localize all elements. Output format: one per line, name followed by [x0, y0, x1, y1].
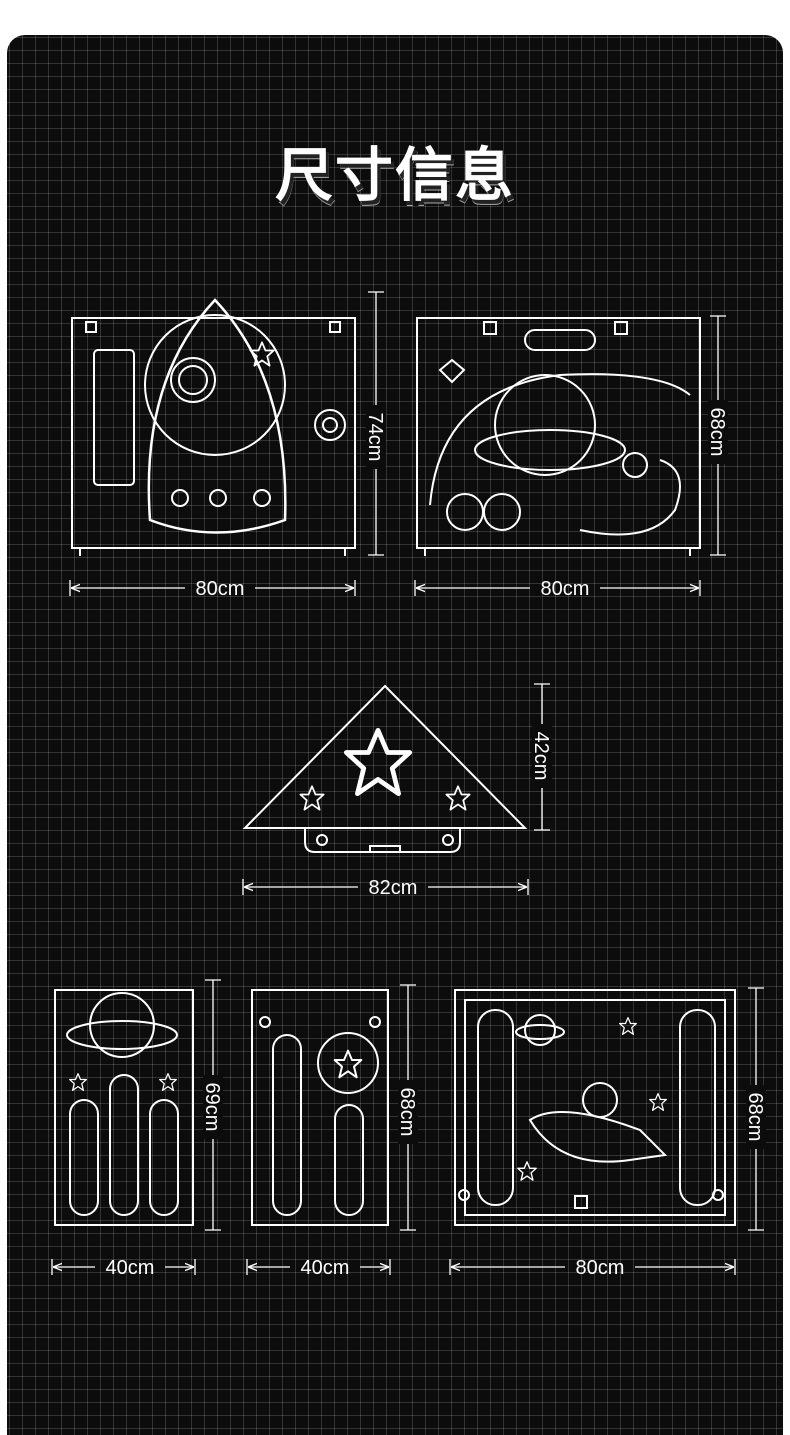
astronaut-door-panel-height-label: 68cm	[744, 1093, 766, 1142]
rocket-panel-drawing	[71, 298, 356, 556]
narrow-planet-panel-width-label: 40cm	[106, 1257, 155, 1279]
triangle-panel-height-label: 42cm	[530, 732, 552, 781]
narrow-planet-panel-drawing	[54, 989, 194, 1226]
rocket-panel-width-label: 80cm	[196, 578, 245, 600]
rocket-panel-height-label: 74cm	[364, 413, 386, 462]
triangle-panel-drawing	[242, 684, 528, 853]
narrow-comet-panel-height-label: 68cm	[396, 1088, 418, 1137]
planet-panel-width-label: 80cm	[541, 578, 590, 600]
planet-panel-drawing	[416, 317, 701, 556]
triangle-panel-width-label: 82cm	[369, 877, 418, 899]
narrow-planet-panel-height-label: 69cm	[201, 1083, 223, 1132]
narrow-comet-panel-width-label: 40cm	[301, 1257, 350, 1279]
astronaut-door-panel-width-label: 80cm	[576, 1257, 625, 1279]
planet-panel-height-label: 68cm	[706, 408, 728, 457]
astronaut-door-panel-drawing	[454, 989, 736, 1226]
page-title: 尺寸信息	[274, 141, 515, 209]
narrow-comet-panel-drawing	[251, 989, 389, 1226]
grid-background	[7, 35, 783, 1435]
